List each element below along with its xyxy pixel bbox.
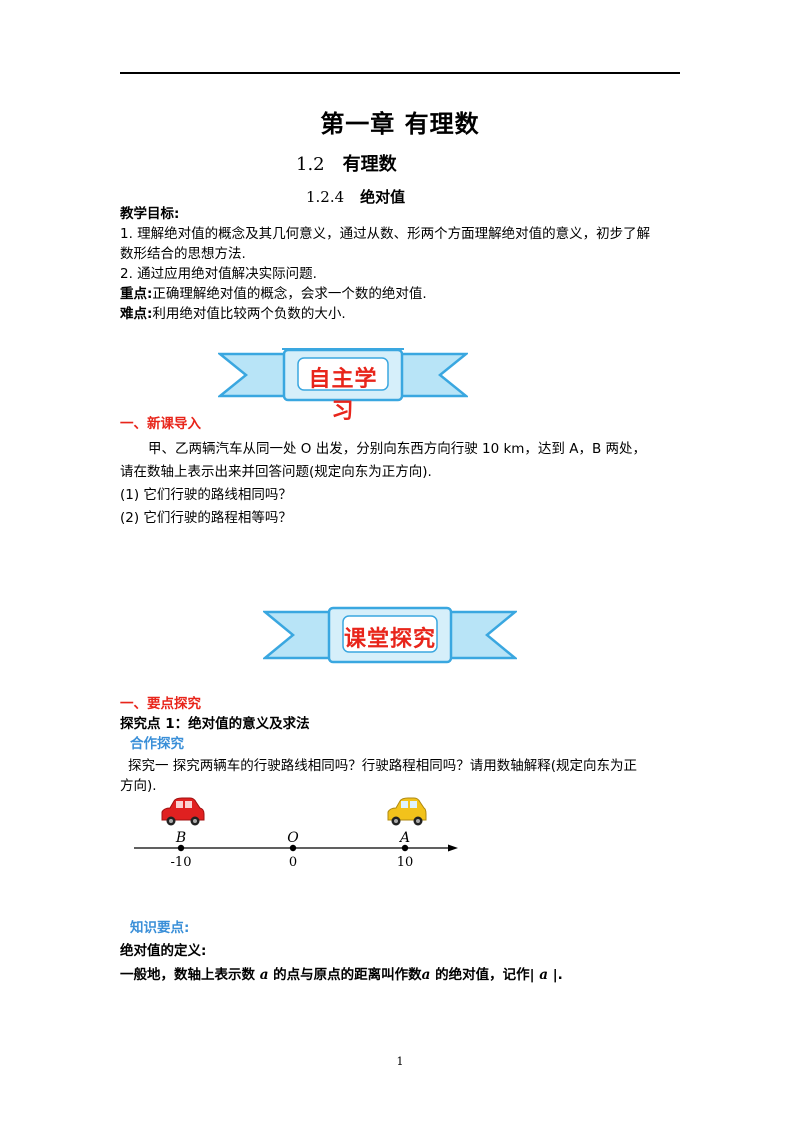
knowledge-block: 知识要点: 绝对值的定义: 一般地，数轴上表示数 a 的点与原点的距离叫作数a … [120,918,695,985]
chapter-title: 第一章 有理数 [320,110,480,138]
banner-class-explore-label: 课堂探究 [343,627,436,652]
explore-block: 一、要点探究 探究点 1：绝对值的意义及求法 合作探究 探究一 探究两辆车的行驶… [120,694,695,796]
difficulty-text: 利用绝对值比较两个负数的大小. [152,306,346,322]
def-part-a: 一般地，数轴上表示数 [120,967,260,983]
explore-point-title: 探究点 1：绝对值的意义及求法 [120,716,310,732]
def-part-d: |. [548,967,563,983]
point-label-a: A [398,830,410,846]
def-part-c: 的绝对值，记作| [430,967,540,983]
point-label-b: B [175,830,186,846]
intro-line2: 请在数轴上表示出来并回答问题(规定向东为正方向). [120,464,432,480]
intro-heading: 一、新课导入 [120,416,201,432]
difficulty-label: 难点: [120,306,153,322]
subsection-title: 绝对值 [360,188,406,206]
var-a-3: a [539,967,548,983]
number-line-figure: B -10 O 0 A 10 [134,797,458,870]
section-title: 有理数 [342,154,397,175]
intro-line1: 甲、乙两辆汽车从同一处 O 出发，分别向东西方向行驶 10 km，达到 A，B … [148,441,647,457]
key-label: 重点: [120,286,153,302]
banner-self-study-label: 自主学习 [308,367,378,424]
tick-label-a: 10 [397,855,414,870]
objectives-label: 教学目标: [120,206,180,222]
explore-question-line1: 探究一 探究两辆车的行驶路线相同吗？行驶路程相同吗？请用数轴解释(规定向东为正 [128,758,638,774]
intro-block: 一、新课导入 甲、乙两辆汽车从同一处 O 出发，分别向东西方向行驶 10 km，… [120,414,690,528]
ribbon-graphic [216,348,470,402]
objective-1-line1: 1. 理解绝对值的概念及其几何意义，通过从数、形两个方面理解绝对值的意义，初步了… [120,226,651,242]
banner-class-explore: 课堂探究 [261,604,519,664]
point-label-o: O [287,830,299,846]
page-number: 1 [396,1055,404,1068]
tick-label-b: -10 [171,855,192,870]
intro-question-1: (1) 它们行驶的路线相同吗？ [120,487,292,503]
intro-question-2: (2) 它们行驶的路程相等吗？ [120,510,292,526]
subsection-number: 1.2.4 [306,188,345,206]
definition-title: 绝对值的定义: [120,943,207,959]
axis-arrow-icon [448,844,458,852]
objective-2: 2. 通过应用绝对值解决实际问题. [120,266,317,282]
coop-label: 合作探究 [130,736,184,752]
subsection-heading: 1.2.4 绝对值 [306,186,405,207]
banner-self-study: 自主学习 [216,346,470,424]
def-part-b: 的点与原点的距离叫作数 [268,967,422,983]
ribbon-graphic-2 [261,606,519,664]
key-text: 正确理解绝对值的概念，会求一个数的绝对值. [152,286,427,302]
section-number: 1.2 [296,154,325,175]
top-rule [120,72,680,74]
tick-label-o: 0 [289,855,297,870]
difficulty: 难点:利用绝对值比较两个负数的大小. [120,304,690,324]
red-car-icon [161,797,205,826]
objectives-block: 教学目标: 1. 理解绝对值的概念及其几何意义，通过从数、形两个方面理解绝对值的… [120,204,690,324]
key-point: 重点:正确理解绝对值的概念，会求一个数的绝对值. [120,284,690,304]
var-a-2: a [421,967,431,983]
section-heading: 1.2 有理数 [296,150,397,176]
definition-text: 一般地，数轴上表示数 a 的点与原点的距离叫作数a 的绝对值，记作| a |. [120,965,695,985]
knowledge-label: 知识要点: [130,920,190,936]
explore-heading: 一、要点探究 [120,696,201,712]
point-dot-b [177,844,185,852]
point-dot-a [401,844,409,852]
objective-1-line2: 数形结合的思想方法. [120,246,246,262]
point-dot-o [289,844,297,852]
yellow-car-icon [387,797,427,826]
explore-question-line2: 方向). [120,778,157,794]
var-a-1: a [259,967,269,983]
